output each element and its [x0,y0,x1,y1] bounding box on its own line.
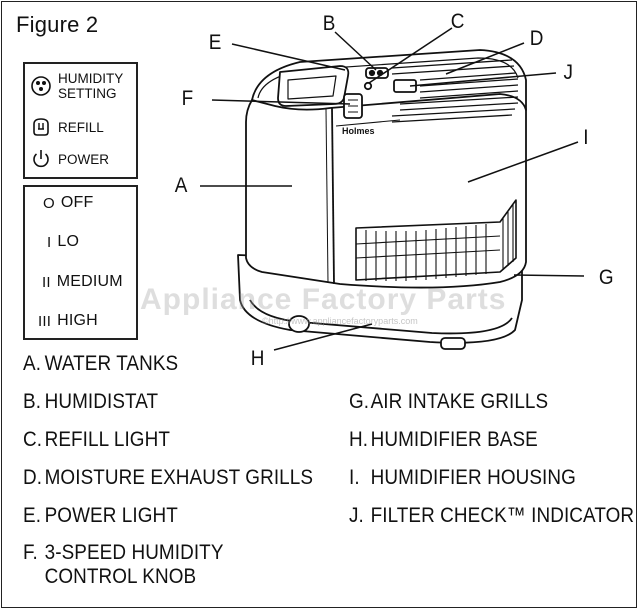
control-legend-box: HUMIDITY SETTING REFILL POWER [23,62,138,179]
callout-i: I [583,126,589,149]
part-i-letter: I. [349,466,360,489]
part-e-letter: E. [23,504,42,527]
speed-medium: II MEDIUM [42,273,123,291]
callout-a: A [174,174,188,197]
speed-off-symbol: O [43,194,55,212]
leader-e [231,43,346,71]
part-a-letter: A. [23,352,42,375]
humidity-setting-icon [30,75,52,97]
foot-right [440,337,466,350]
figure-title: Figure 2 [16,12,99,37]
part-h-letter: H. [349,428,369,451]
speed-high: III HIGH [38,312,98,330]
speed-lo-symbol: I [47,233,52,251]
callout-g: G [598,266,614,289]
callout-f: F [181,87,194,110]
refill-light [363,81,373,91]
callout-h: H [250,347,265,370]
part-c-name: REFILL LIGHT [44,428,170,451]
leader-c [368,27,453,84]
part-d-letter: D. [23,466,43,489]
part-j: J. FILTER CHECK™ INDICATOR [349,504,634,528]
refill-icon [30,116,52,138]
speed-medium-label: MEDIUM [56,273,123,290]
leader-b [334,31,377,71]
legend-humidity-label: HUMIDITY SETTING [58,71,124,101]
speed-off: O OFF [43,194,93,212]
legend-humidity-setting: HUMIDITY SETTING [30,71,123,101]
leader-g [513,274,585,277]
air-intake-grill [355,199,517,281]
part-j-name: FILTER CHECK™ INDICATOR [370,504,635,527]
legend-refill: REFILL [30,116,104,138]
part-g-name: AIR INTAKE GRILLS [370,390,549,413]
moisture-exhaust-grill [391,59,519,123]
part-f: F. 3-SPEED HUMIDITY CONTROL KNOB [23,541,224,589]
part-d-name: MOISTURE EXHAUST GRILLS [44,466,314,489]
leader-h [273,323,373,351]
leader-j [409,72,557,87]
speed-high-label: HIGH [57,312,98,329]
part-b: B.HUMIDISTAT [23,390,158,414]
part-c: C.REFILL LIGHT [23,428,170,452]
part-j-letter: J. [349,504,364,527]
part-i-name: HUMIDIFIER HOUSING [370,466,576,489]
wheel-left [288,315,310,333]
legend-power: POWER [30,148,109,170]
part-a-name: WATER TANKS [44,352,179,375]
speed-lo: I LO [47,233,79,251]
part-h: H.HUMIDIFIER BASE [349,428,538,452]
speed-settings-box: O OFF I LO II MEDIUM III HIGH [23,185,138,340]
part-i: I. HUMIDIFIER HOUSING [349,466,576,490]
brand-label: Holmes [342,126,375,136]
legend-power-label: POWER [58,151,110,167]
leader-d [445,42,525,75]
speed-off-label: OFF [60,194,94,211]
part-b-letter: B. [23,390,42,413]
speed-high-symbol: III [38,312,52,330]
part-c-letter: C. [23,428,43,451]
legend-refill-label: REFILL [58,119,104,135]
leader-i [467,141,579,183]
part-b-name: HUMIDISTAT [44,390,159,413]
part-f-name: 3-SPEED HUMIDITY [44,541,224,564]
callout-e: E [208,31,222,54]
callout-d: D [529,27,544,50]
leader-f [211,99,351,105]
speed-lo-label: LO [57,233,80,250]
power-icon [30,148,52,170]
part-g-letter: G. [349,390,370,413]
part-e: E.POWER LIGHT [23,504,178,528]
callout-j: J [563,61,573,84]
speed-medium-symbol: II [42,273,51,291]
part-d: D.MOISTURE EXHAUST GRILLS [23,466,313,490]
watermark-text: Appliance Factory Parts [140,283,507,316]
part-f-name-continued: CONTROL KNOB [44,565,197,588]
watermark-url: ©http://www.appliancefactoryparts.com [262,316,418,326]
part-a: A.WATER TANKS [23,352,178,376]
part-h-name: HUMIDIFIER BASE [370,428,538,451]
callout-b: B [322,12,336,35]
callout-c: C [450,10,465,33]
part-g: G.AIR INTAKE GRILLS [349,390,548,414]
part-f-letter: F. [23,541,38,564]
part-e-name: POWER LIGHT [44,504,178,527]
